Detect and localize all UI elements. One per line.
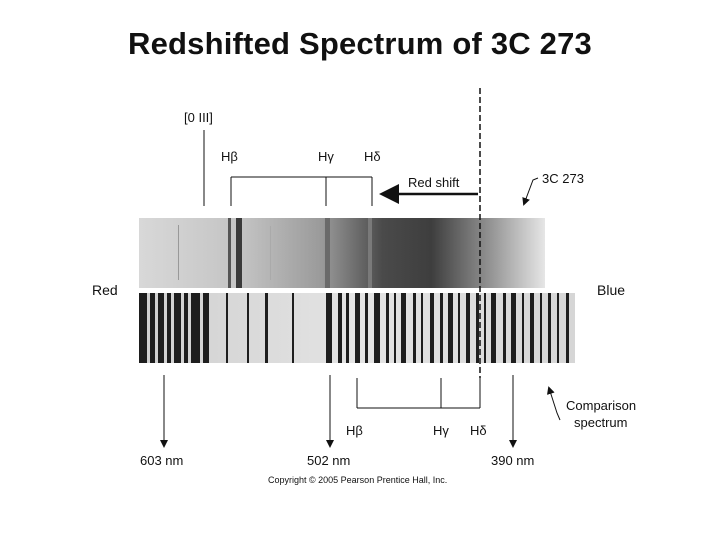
top-hgamma-label: Hγ bbox=[318, 149, 334, 164]
red-label: Red bbox=[92, 282, 118, 298]
object-name-label: 3C 273 bbox=[542, 171, 584, 186]
qso-pointer-line bbox=[522, 177, 539, 206]
oiii-label: [0 III] bbox=[184, 110, 213, 125]
bottom-hbeta-label: Hβ bbox=[346, 423, 363, 438]
comparison-label-line1: Comparison bbox=[566, 398, 636, 413]
top-hbeta-label: Hβ bbox=[221, 149, 238, 164]
wavelength-502-label: 502 nm bbox=[307, 453, 350, 468]
bottom-hgamma-label: Hγ bbox=[433, 423, 449, 438]
qso-spectrum-band bbox=[139, 218, 545, 288]
comparison-pointer-line bbox=[547, 386, 561, 421]
page-title: Redshifted Spectrum of 3C 273 bbox=[127, 26, 593, 61]
qso-spectrum-lines bbox=[178, 218, 372, 288]
comparison-label-line2: spectrum bbox=[574, 415, 627, 430]
top-line-bracket bbox=[230, 176, 373, 206]
red-shift-label: Red shift bbox=[408, 175, 460, 190]
blue-label: Blue bbox=[597, 282, 625, 298]
wavelength-390-label: 390 nm bbox=[491, 453, 534, 468]
top-hdelta-label: Hδ bbox=[364, 149, 381, 164]
copyright-text: Copyright © 2005 Pearson Prentice Hall, … bbox=[268, 475, 447, 485]
comparison-spectrum-lines bbox=[139, 293, 569, 363]
bottom-hdelta-label: Hδ bbox=[470, 423, 487, 438]
wavelength-603-label: 603 nm bbox=[140, 453, 183, 468]
bottom-line-bracket bbox=[356, 378, 481, 409]
